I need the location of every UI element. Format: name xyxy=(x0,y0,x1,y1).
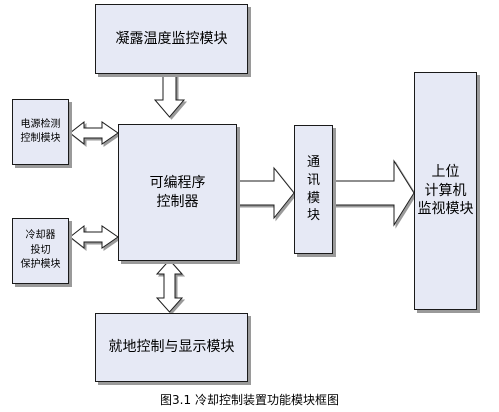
power-detect-control-module: 电源检测 控制模块 xyxy=(12,99,69,165)
host-computer-monitor-module: 上位 计算机 监视模块 xyxy=(414,72,477,310)
comm-label: 通 讯 模 块 xyxy=(306,155,320,224)
local-control-display-module: 就地控制与显示模块 xyxy=(95,313,248,382)
cooler-protect-label: 冷却器 投切 保护模块 xyxy=(20,230,61,271)
arrow-dew-to-plc xyxy=(153,73,186,118)
cooler-switch-protect-module: 冷却器 投切 保护模块 xyxy=(12,218,69,284)
power-detect-label: 电源检测 控制模块 xyxy=(20,118,61,145)
dew-monitor-label: 凝露温度监控模块 xyxy=(115,30,228,47)
host-label: 上位 计算机 监视模块 xyxy=(417,163,474,218)
plc-controller: 可编程序 控制器 xyxy=(118,124,237,261)
local-display-label: 就地控制与显示模块 xyxy=(108,339,235,356)
arrow-plc-to-comm xyxy=(236,166,295,220)
arrow-plc-local xyxy=(155,259,184,313)
figure-caption: 图3.1 冷却控制装置功能模块框图 xyxy=(160,393,339,407)
dew-temperature-monitor-module: 凝露温度监控模块 xyxy=(95,4,248,74)
arrow-cooler-plc xyxy=(69,224,119,250)
arrow-power-plc xyxy=(69,120,119,146)
communication-module: 通 讯 模 块 xyxy=(294,125,333,254)
plc-label: 可编程序 控制器 xyxy=(149,174,206,210)
arrow-comm-to-host xyxy=(332,159,415,227)
